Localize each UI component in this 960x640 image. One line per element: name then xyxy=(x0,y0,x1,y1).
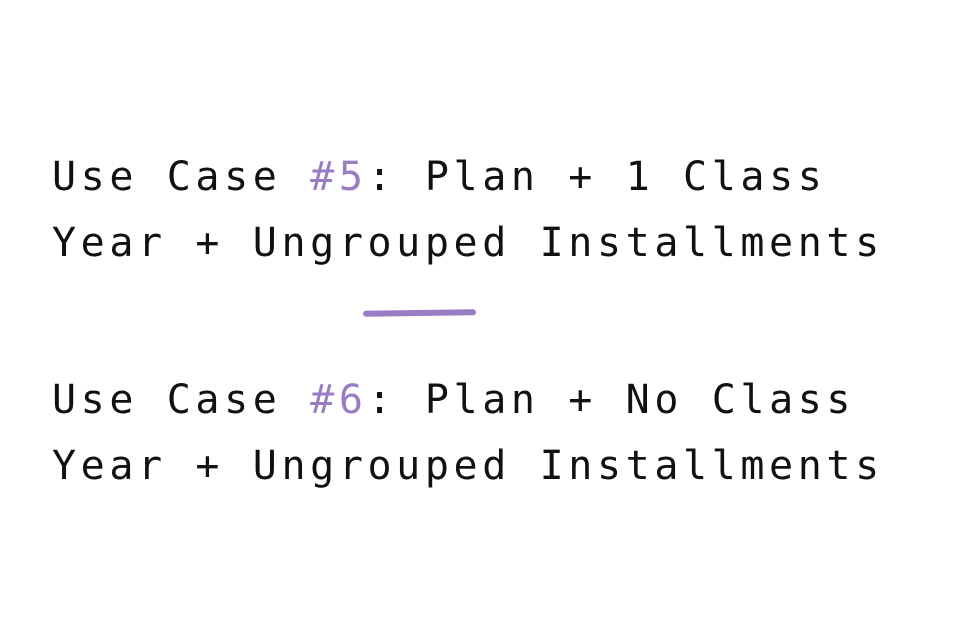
use-case-5-number: #5 xyxy=(310,154,368,200)
use-case-6-line2: Year + Ungrouped Installments xyxy=(52,443,884,489)
use-case-6-line1: : Plan + No Class xyxy=(367,377,856,423)
divider-stroke xyxy=(362,309,477,317)
use-case-5-line2: Year + Ungrouped Installments xyxy=(52,220,884,266)
use-case-6-prefix: Use Case xyxy=(52,377,311,423)
use-case-6-number: #6 xyxy=(310,377,368,423)
use-case-5-line1: : Plan + 1 Class xyxy=(367,154,827,200)
use-case-5-prefix: Use Case xyxy=(52,154,311,200)
